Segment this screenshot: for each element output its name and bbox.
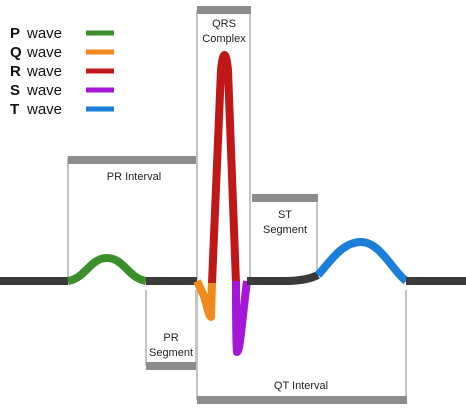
pr-segment-label-line1: PR [163, 332, 178, 344]
p-wave [66, 254, 148, 285]
legend-letter: Q [10, 44, 22, 61]
legend-item-q: Q wave [10, 44, 114, 61]
legend-letter: T [10, 101, 19, 118]
qt-interval-label: QT Interval [274, 380, 328, 392]
legend: P wave Q wave R wave S wave T wave [10, 25, 114, 118]
legend-item-p: P wave [10, 25, 114, 42]
pr-interval-label: PR Interval [107, 171, 161, 183]
legend-text: wave [26, 44, 62, 61]
legend-item-t: T wave [10, 101, 114, 118]
legend-letter: S [10, 82, 20, 99]
legend-text: wave [26, 101, 62, 118]
st-label-line1: ST [278, 209, 292, 221]
qrs-complex-bar [197, 6, 251, 14]
legend-item-s: S wave [10, 82, 114, 99]
t-wave [315, 238, 409, 285]
legend-letter: R [10, 63, 21, 80]
qrs-label-line1: QRS [212, 18, 236, 30]
qrs-label-line2: Complex [202, 33, 246, 45]
q-wave [193, 279, 216, 321]
r-wave [208, 51, 240, 284]
pr-segment-bar [146, 362, 196, 370]
legend-text: wave [26, 63, 62, 80]
ecg-trace [0, 51, 466, 356]
legend-text: wave [26, 82, 62, 99]
s-wave [232, 280, 251, 356]
st-label-line2: Segment [263, 224, 307, 236]
st-segment-bar [252, 194, 318, 202]
interval-labels: QRS Complex PR Interval ST Segment PR Se… [107, 18, 328, 392]
pr-interval-bar [68, 156, 196, 164]
qt-interval-bar [197, 396, 407, 404]
legend-text: wave [26, 25, 62, 42]
legend-item-r: R wave [10, 63, 114, 80]
legend-letter: P [10, 25, 20, 42]
baseline-segment [247, 271, 320, 285]
bracket-lines [67, 10, 407, 400]
bracket-bars [68, 6, 407, 404]
pr-segment-label-line2: Segment [149, 347, 193, 359]
